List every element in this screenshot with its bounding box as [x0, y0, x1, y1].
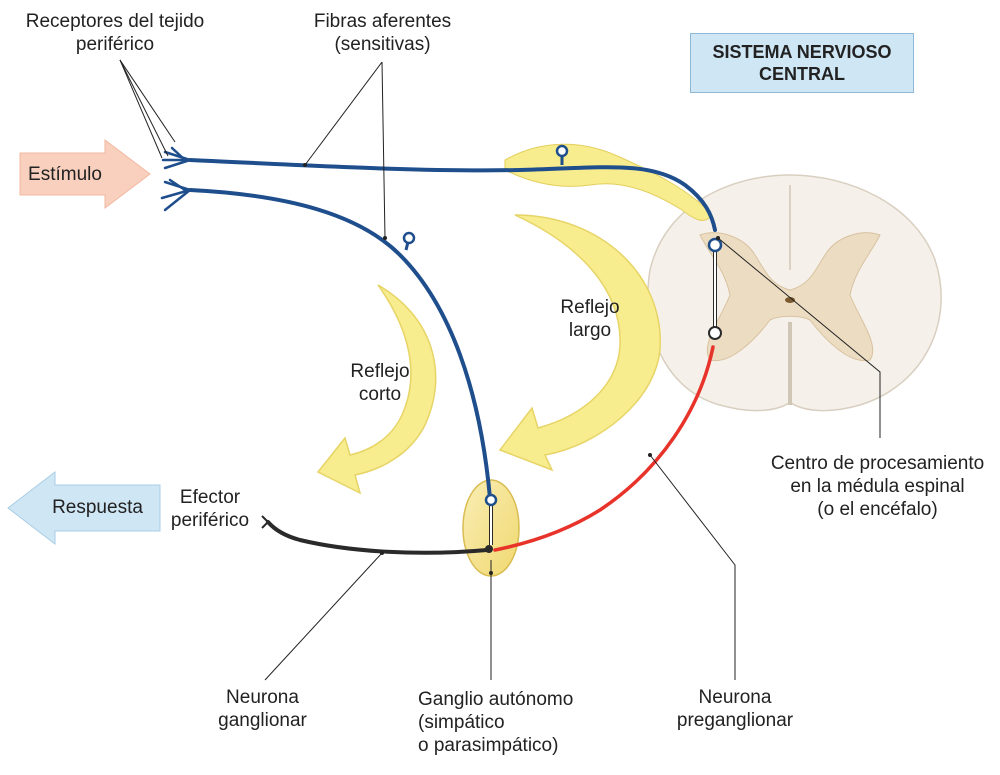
cns-box-title: SISTEMA NERVIOSO CENTRAL [712, 42, 892, 84]
ganglionic-fiber [266, 520, 489, 555]
dorsal-root-ganglion [504, 143, 713, 221]
receptor-endings [160, 146, 192, 212]
afferent-soma-long [555, 144, 569, 158]
label-ganglio: Ganglio autónomo (simpático o parasimpát… [418, 689, 574, 756]
leader-line-dots [303, 163, 720, 575]
preganglionic-fiber [493, 345, 715, 552]
label-reflejo-largo: Reflejo largo [560, 297, 620, 341]
label-efector: Efector periférico [170, 487, 250, 531]
label-respuesta: Respuesta [52, 497, 143, 518]
label-neurona-preganglionar: Neurona preganglionar [676, 687, 794, 731]
spinal-cord-grey-matter [699, 232, 881, 362]
interneuron [707, 237, 723, 340]
short-reflex-arrow [316, 284, 437, 495]
label-neurona-ganglionar: Neurona ganglionar [218, 687, 307, 731]
afferent-fiber-short [188, 188, 492, 500]
label-fibras-aferentes: Fibras aferentes (sensitivas) [313, 11, 452, 55]
label-reflejo-corto: Reflejo corto [350, 361, 410, 405]
label-receptores: Receptores del tejido periférico [25, 11, 205, 55]
label-estimulo: Estímulo [28, 164, 102, 185]
response-arrow [7, 470, 161, 546]
long-reflex-arrow [498, 214, 661, 472]
stimulus-arrow [19, 138, 151, 210]
central-canal [785, 297, 795, 303]
leader-lines [119, 59, 881, 681]
afferent-soma-short [402, 231, 416, 245]
label-centro: Centro de procesamiento en la médula esp… [770, 453, 985, 520]
effector-ending [261, 515, 269, 529]
spinal-cord [647, 174, 942, 412]
cns-box: SISTEMA NERVIOSO CENTRAL [690, 33, 914, 93]
afferent-fiber-long [188, 158, 717, 232]
